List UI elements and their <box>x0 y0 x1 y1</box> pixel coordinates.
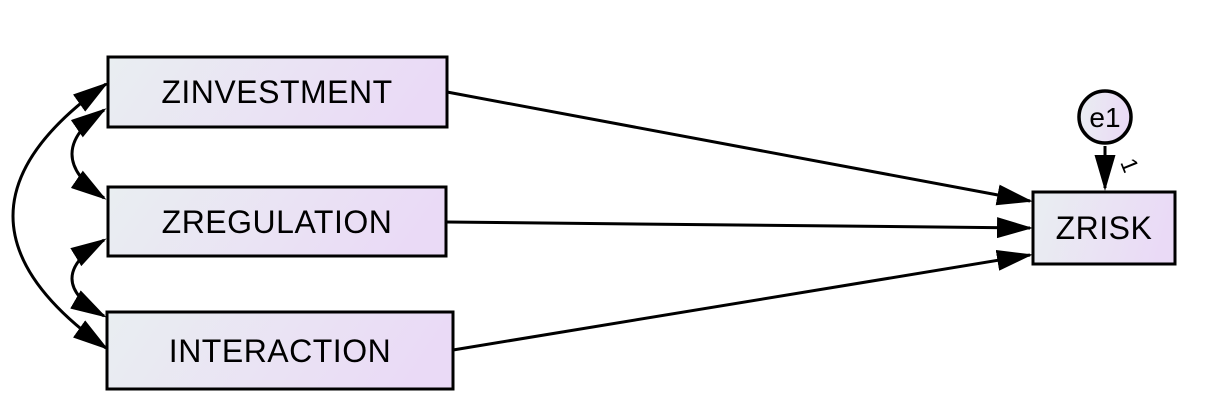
regression-arrow-zinvestment-zrisk <box>446 90 1033 206</box>
node-zregulation-label: ZREGULATION <box>162 204 393 240</box>
regression-arrow-zregulation-zrisk <box>445 217 1033 239</box>
node-zrisk: ZRISK <box>1031 190 1177 266</box>
node-zinvestment-box <box>106 55 449 129</box>
node-zrisk-label: ZRISK <box>1056 210 1153 246</box>
error-path-coefficient-label: 1 <box>1115 154 1144 176</box>
node-e1-label: e1 <box>1089 102 1120 133</box>
node-e1: e1 <box>1077 89 1133 145</box>
node-interaction: INTERACTION <box>105 310 455 391</box>
node-e1-circle <box>1077 89 1133 145</box>
regression-arrow-interaction-zrisk <box>452 250 1033 352</box>
covariance-arrow-zregulation-interaction <box>70 238 107 318</box>
node-zinvestment: ZINVESTMENT <box>106 55 449 129</box>
node-interaction-label: INTERACTION <box>169 333 391 369</box>
node-interaction-box <box>105 310 455 391</box>
covariance-arrow-zinvestment-zregulation <box>70 108 107 200</box>
covariance-arrow-zinvestment-interaction <box>11 82 109 350</box>
node-zinvestment-label: ZINVESTMENT <box>161 74 392 110</box>
node-zrisk-box <box>1031 190 1177 266</box>
node-zregulation-box <box>106 185 448 258</box>
node-zregulation: ZREGULATION <box>106 185 448 258</box>
